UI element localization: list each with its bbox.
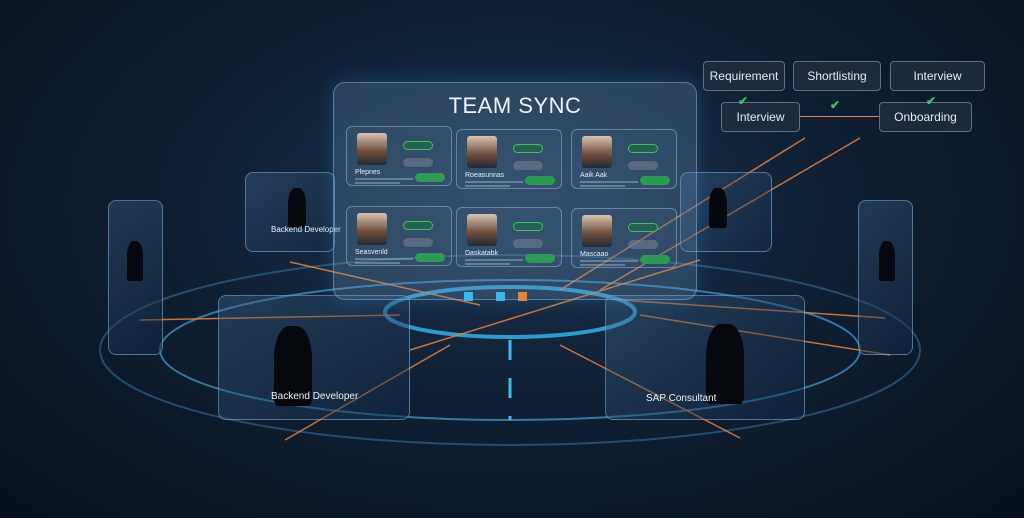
status-badge <box>513 144 543 153</box>
status-badge <box>403 141 433 150</box>
flow-node: Interview <box>890 61 985 91</box>
detail-line <box>355 258 413 260</box>
page-title: TEAM SYNC <box>448 93 582 118</box>
detail-line <box>355 262 400 264</box>
check-icon: ✔ <box>738 94 749 108</box>
action-button[interactable] <box>640 255 670 264</box>
tag-badge <box>513 239 543 248</box>
member-name: Mascaao <box>580 251 609 258</box>
action-button[interactable] <box>640 176 670 185</box>
detail-line <box>465 263 510 265</box>
team-member-card[interactable]: Plepnes <box>346 126 452 186</box>
team-member-card[interactable]: Aaik Aak <box>571 129 677 189</box>
flow-node: Requirement <box>703 61 785 91</box>
tag-badge <box>513 161 543 170</box>
role-label: Backend Developer <box>271 225 341 234</box>
flow-connector <box>800 116 879 117</box>
avatar <box>357 213 387 245</box>
indicator <box>518 292 527 301</box>
action-button[interactable] <box>525 176 555 185</box>
role-label: Backend Developer <box>271 391 359 402</box>
role-label: SAP Consultant <box>646 393 717 404</box>
side-panel-left-bottom: Backend Developer <box>218 295 410 420</box>
detail-line <box>580 181 638 183</box>
tag-badge <box>628 240 658 249</box>
detail-line <box>465 259 523 261</box>
status-badge <box>403 221 433 230</box>
action-button[interactable] <box>415 253 445 262</box>
detail-line <box>355 182 400 184</box>
member-name: Aaik Aak <box>580 172 608 179</box>
avatar <box>357 133 387 165</box>
side-panel-right-bottom: SAP Consultant <box>605 295 805 420</box>
detail-line <box>465 185 510 187</box>
flow-node: Interview <box>721 102 800 132</box>
tag-badge <box>403 158 433 167</box>
detail-line <box>465 181 523 183</box>
flow-node: Onboarding <box>879 102 972 132</box>
team-member-card[interactable]: Roeasunnas <box>456 129 562 189</box>
tag-badge <box>628 161 658 170</box>
detail-line <box>580 185 625 187</box>
side-panel-far-left <box>108 200 163 355</box>
avatar <box>582 136 612 168</box>
status-badge <box>513 222 543 231</box>
member-name: Seasvenld <box>355 249 388 256</box>
detail-line <box>580 264 625 266</box>
indicator <box>496 292 505 301</box>
team-member-card[interactable]: Mascaao <box>571 208 677 268</box>
team-member-card[interactable]: Daskatabk <box>456 207 562 267</box>
detail-line <box>355 178 413 180</box>
check-icon: ✔ <box>830 98 841 112</box>
avatar <box>467 136 497 168</box>
tag-badge <box>403 238 433 247</box>
check-icon: ✔ <box>926 94 937 108</box>
status-badge <box>628 223 658 232</box>
side-panel-right-top <box>680 172 772 252</box>
member-name: Roeasunnas <box>465 172 505 179</box>
status-badge <box>628 144 658 153</box>
detail-line <box>580 260 638 262</box>
action-button[interactable] <box>415 173 445 182</box>
avatar <box>582 215 612 247</box>
member-name: Daskatabk <box>465 250 499 257</box>
avatar <box>467 214 497 246</box>
action-button[interactable] <box>525 254 555 263</box>
side-panel-far-right <box>858 200 913 355</box>
member-name: Plepnes <box>355 169 381 176</box>
side-panel-left-top: Backend Developer <box>245 172 341 252</box>
team-sync-panel: TEAM SYNC Plepnes Roeasunnas Aaik Aak Se… <box>333 82 697 300</box>
indicator <box>464 292 473 301</box>
flow-node: Shortlisting <box>793 61 881 91</box>
team-member-card[interactable]: Seasvenld <box>346 206 452 266</box>
